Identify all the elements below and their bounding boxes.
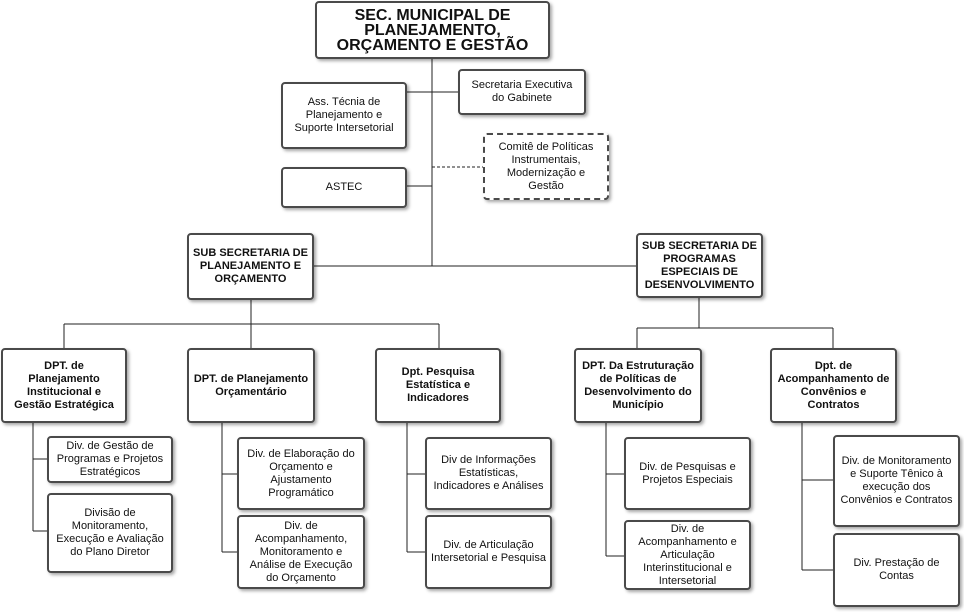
sub-planejamento-node[interactable]: SUB SECRETARIA DE PLANEJAMENTO E ORÇAMEN… <box>187 233 314 300</box>
dpt-planejamento-institucional-node[interactable]: DPT. de Planejamento Institucional e Ges… <box>1 348 127 423</box>
comite-node[interactable]: Comitê de Políticas Instrumentais, Moder… <box>483 133 609 200</box>
div-informacoes-node[interactable]: Div de Informações Estatísticas, Indicad… <box>425 437 552 510</box>
dpt-acompanhamento-node[interactable]: Dpt. de Acompanhamento de Convênios e Co… <box>770 348 897 423</box>
sec-executiva-node[interactable]: Secretaria Executiva do Gabinete <box>458 69 586 115</box>
ass-tecnica-node[interactable]: Ass. Técnia de Planejamento e Suporte In… <box>281 82 407 149</box>
astec-node[interactable]: ASTEC <box>281 167 407 208</box>
div-gestao-programas-node[interactable]: Div. de Gestão de Programas e Projetos E… <box>47 436 173 483</box>
dpt-pesquisa-node[interactable]: Dpt. Pesquisa Estatística e Indicadores <box>375 348 501 423</box>
div-prestacao-contas-node[interactable]: Div. Prestação de Contas <box>833 533 960 607</box>
div-acompanhamento-orcamento-node[interactable]: Div. de Acompanhamento, Monitoramento e … <box>237 515 365 589</box>
div-monitoramento-suporte-node[interactable]: Div. de Monitoramento e Suporte Tênico à… <box>833 435 960 527</box>
sub-programas-node[interactable]: SUB SECRETARIA DE PROGRAMAS ESPECIAIS DE… <box>636 233 763 298</box>
dpt-planejamento-orcamentario-node[interactable]: DPT. de Planejamento Orçamentário <box>187 348 315 423</box>
div-pesquisas-projetos-node[interactable]: Div. de Pesquisas e Projetos Especiais <box>624 437 751 510</box>
root-node[interactable]: SEC. MUNICIPAL DE PLANEJAMENTO, ORÇAMENT… <box>315 1 550 59</box>
div-monitoramento-plano-node[interactable]: Divisão de Monitoramento, Execução e Ava… <box>47 493 173 573</box>
div-acompanhamento-articulacao-node[interactable]: Div. de Acompanhamento e Articulação Int… <box>624 520 751 590</box>
dpt-estruturacao-node[interactable]: DPT. Da Estruturação de Políticas de Des… <box>574 348 702 423</box>
div-articulacao-node[interactable]: Div. de Articulação Intersetorial e Pesq… <box>425 515 552 589</box>
div-elaboracao-node[interactable]: Div. de Elaboração do Orçamento e Ajusta… <box>237 437 365 510</box>
